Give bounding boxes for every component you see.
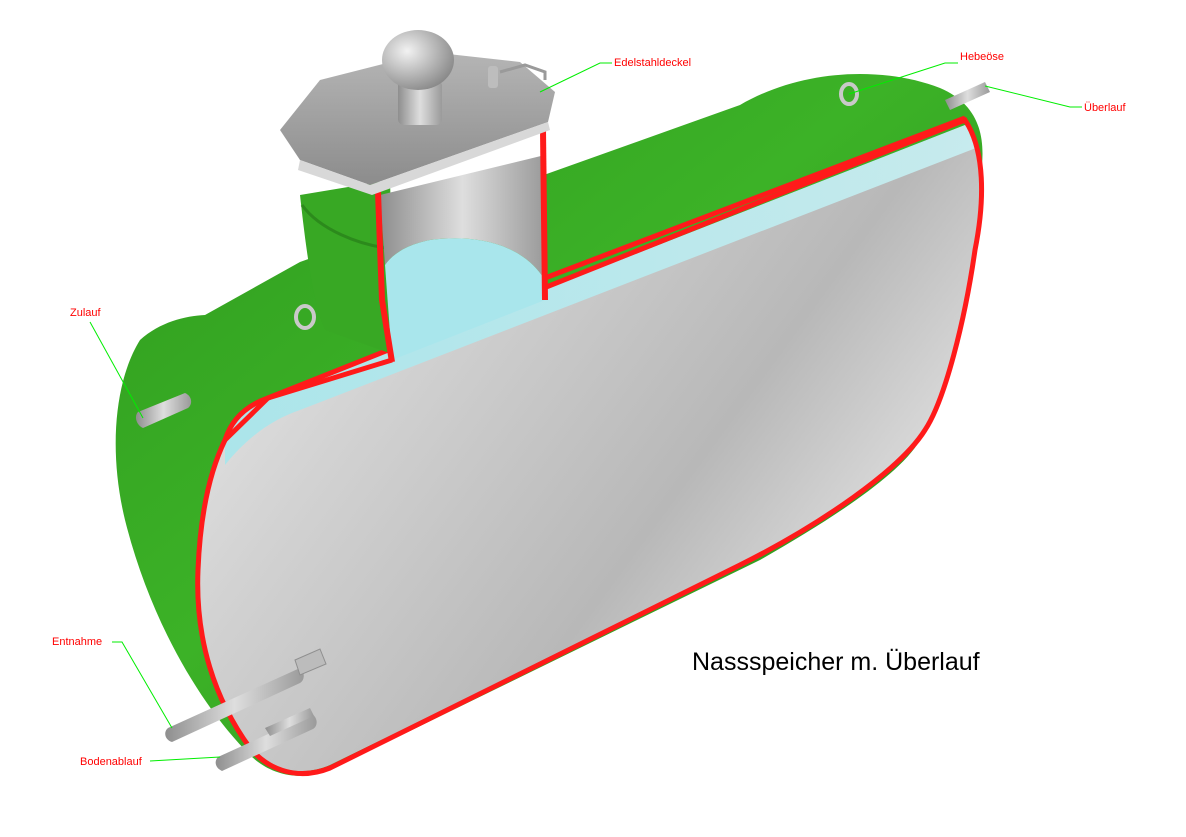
leader-overflow — [984, 85, 1082, 108]
leader-bottom-drain — [149, 756, 221, 762]
cut-edge-rim — [195, 116, 985, 777]
withdrawal-pipe — [165, 668, 304, 742]
overflow-pipe — [945, 82, 990, 110]
label-inlet: Zulauf — [70, 307, 102, 319]
lid-latch — [488, 66, 498, 88]
label-bottom-drain: Bodenablauf — [80, 756, 143, 768]
cut-edge-top-right — [544, 115, 966, 281]
leader-inlet — [89, 321, 144, 419]
eyelet-right — [839, 82, 859, 106]
lid-handle — [499, 63, 547, 80]
label-overflow: Überlauf — [1084, 102, 1127, 114]
dome-cut-right — [540, 129, 548, 301]
water-surface — [225, 125, 976, 465]
tank-interior — [195, 115, 985, 777]
label-eyelet: Hebeöse — [960, 51, 1004, 63]
leader-lid — [539, 62, 612, 93]
diagram-title: Nassspeicher m. Überlauf — [692, 648, 980, 676]
bottom-drain-pipe — [215, 714, 317, 771]
leader-withdrawal — [112, 641, 173, 729]
label-withdrawal: Entnahme — [52, 636, 102, 648]
lid-knob-stem — [398, 80, 442, 125]
internal-pipe — [265, 708, 314, 736]
lifting-eyes — [294, 82, 859, 330]
withdrawal-pipe-thread — [294, 648, 327, 676]
lid-knob-cap — [382, 30, 454, 90]
dome-water — [385, 238, 545, 360]
dome — [280, 30, 555, 363]
inlet-pipe — [135, 393, 192, 428]
eyelet-left — [294, 304, 316, 330]
leader-eyelet — [848, 62, 958, 95]
dome-inner-wall — [380, 155, 545, 280]
label-lid: Edelstahldeckel — [614, 57, 691, 69]
leader-lines — [89, 62, 1082, 762]
pipes — [135, 82, 990, 771]
interior-surface — [197, 125, 982, 772]
dome-cut-left — [375, 191, 395, 363]
cut-edge-top — [223, 357, 393, 442]
